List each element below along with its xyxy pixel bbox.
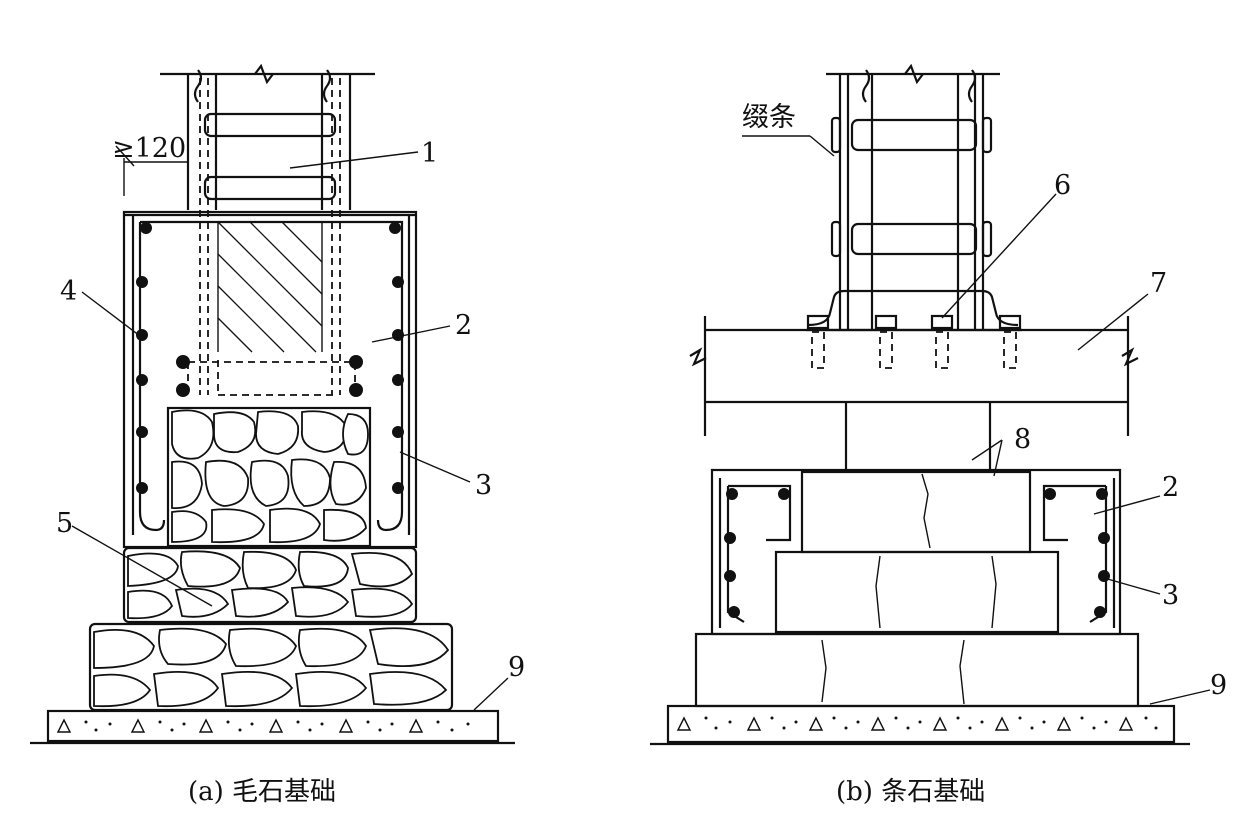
rubble-step-upper <box>122 546 418 624</box>
batten-plate-upper <box>203 112 337 138</box>
stone-pier <box>844 402 992 472</box>
steel-column-b <box>830 74 993 330</box>
bedding-layer-a <box>30 709 515 745</box>
batten-b-upper <box>850 118 978 152</box>
figure-a-rubble-foundation: ≥120 <box>30 63 525 807</box>
callout-7: 7 <box>1150 268 1167 299</box>
callout-8: 8 <box>1014 424 1031 455</box>
callout-9: 9 <box>508 652 525 683</box>
figure-b-dressed-stone-foundation: 缀条 6 7 8 2 3 9 (b) 条石基础 <box>650 63 1227 807</box>
leaders-a <box>71 151 509 711</box>
column-b-break-line <box>826 63 1000 103</box>
anchor-bolts <box>806 314 1022 369</box>
caption-a: (a) 毛石基础 <box>188 777 336 807</box>
concrete-cap-a <box>122 210 418 549</box>
batten-b-lower <box>850 222 978 256</box>
callout-3: 3 <box>475 470 492 501</box>
rubble-step-lower <box>88 622 454 712</box>
column-a-break-line <box>160 63 375 103</box>
callout-4: 4 <box>60 276 77 307</box>
bedding-layer-b <box>650 704 1190 746</box>
column-base-plate <box>806 289 1022 332</box>
leaders-b <box>742 135 1211 705</box>
rebar-dots-a <box>136 222 404 494</box>
callout-9b: 9 <box>1210 670 1227 701</box>
term-label: 缀条 <box>742 102 796 133</box>
steel-column-a <box>186 74 352 395</box>
callout-5: 5 <box>56 508 73 539</box>
pile-cap-b <box>710 468 1122 636</box>
callout-1: 1 <box>421 138 438 169</box>
callout-3b: 3 <box>1162 580 1179 611</box>
callout-2b: 2 <box>1162 472 1179 503</box>
caption-b: (b) 条石基础 <box>836 777 985 807</box>
min-embed-dimension: ≥120 <box>112 133 188 196</box>
dressed-stone-top <box>800 470 1032 554</box>
rubble-core <box>166 406 372 548</box>
dimension-label: ≥120 <box>112 133 186 164</box>
concrete-beam <box>689 316 1139 436</box>
dressed-stone-middle <box>774 550 1060 634</box>
embedded-column-hatch <box>217 221 323 353</box>
dressed-stone-bottom <box>694 632 1140 708</box>
callout-2: 2 <box>455 310 472 341</box>
callout-6: 6 <box>1054 170 1071 201</box>
batten-plate-lower <box>203 175 337 201</box>
